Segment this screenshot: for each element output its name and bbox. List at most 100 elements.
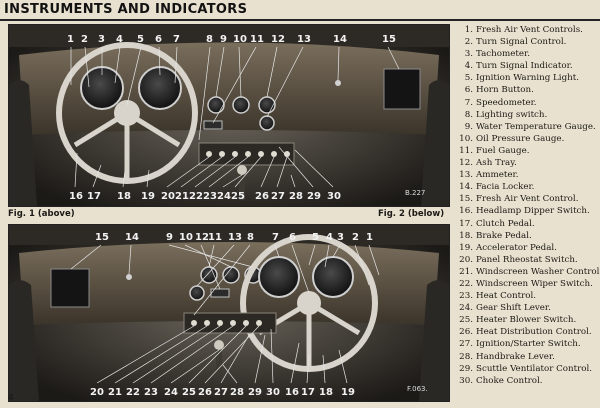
legend-item: 20.Panel Rheostat Switch. (455, 254, 600, 266)
figure-1-code: B.227 (405, 189, 425, 197)
legend-item: 8.Lighting switch. (455, 109, 600, 121)
callout-top-1: 1 (67, 34, 74, 45)
callout-top-3: 3 (98, 34, 105, 45)
legend-label: Horn Button. (476, 85, 534, 96)
legend-label: Brake Pedal. (476, 230, 532, 241)
legend-number: 19. (459, 242, 473, 253)
callout-bottom-25: 25 (231, 191, 245, 202)
gear-knob-shape (214, 340, 224, 350)
legend-label: Heat Control. (476, 291, 537, 302)
legend-number: 21. (459, 266, 473, 277)
legend-number: 8. (464, 109, 473, 120)
legend-label: Speedometer. (476, 97, 537, 108)
oil-pressure-gauge-shape (222, 266, 240, 284)
wheel-spoke-right (307, 300, 361, 336)
figure-2-caption: Fig. 2 (below) (378, 209, 445, 219)
water-temp-gauge-shape (207, 96, 225, 114)
legend-item: 28.Handbrake Lever. (455, 351, 600, 363)
callout-bottom-18: 18 (319, 387, 333, 398)
title-rule (0, 19, 600, 21)
legend-number: 9. (464, 121, 473, 132)
callout-bottom-29: 29 (248, 387, 262, 398)
callout-top-8: 8 (247, 232, 254, 243)
callout-top-5: 5 (137, 34, 144, 45)
figure-2-photo: 15 14 9 10 12 11 13 8 7 6 5 4 3 2 1 20 2… (8, 224, 450, 402)
callout-bottom-26: 26 (255, 191, 269, 202)
legend-item: 6.Horn Button. (455, 84, 600, 96)
legend-label: Water Temperature Gauge. (476, 121, 596, 132)
callout-bottom-22: 22 (189, 191, 203, 202)
oil-pressure-gauge-shape (232, 96, 250, 114)
callout-top-2: 2 (81, 34, 88, 45)
legend-number: 15. (459, 194, 473, 205)
legend-item: 1.Fresh Air Vent Controls. (455, 24, 600, 36)
legend-item: 13.Ammeter. (455, 169, 600, 181)
callout-top-10: 10 (179, 232, 193, 243)
callout-bottom-17: 17 (87, 191, 101, 202)
legend-item: 22.Windscreen Wiper Switch. (455, 278, 600, 290)
legend-number: 10. (459, 133, 473, 144)
callout-top-14: 14 (125, 232, 139, 243)
legend-label: Choke Control. (476, 375, 543, 386)
ash-tray-shape (203, 120, 223, 130)
legend-number: 14. (459, 182, 473, 193)
windscreen-top (9, 25, 449, 47)
callout-top-15: 15 (95, 232, 109, 243)
fresh-air-vent-shape (383, 68, 421, 110)
callout-bottom-20: 20 (161, 191, 175, 202)
callout-top-1: 1 (366, 232, 373, 243)
legend-item: 2.Turn Signal Control. (455, 36, 600, 48)
callout-bottom-27: 27 (214, 387, 228, 398)
legend-label: Ash Tray. (476, 158, 517, 169)
ammeter-shape (189, 285, 205, 301)
callout-bottom-27: 27 (271, 191, 285, 202)
legend-label: Ammeter. (476, 170, 519, 181)
legend-number: 26. (459, 327, 473, 338)
legend-number: 12. (459, 158, 473, 169)
legend-number: 24. (459, 303, 473, 314)
callout-top-13: 13 (228, 232, 242, 243)
legend-item: 21.Windscreen Washer Control. (455, 266, 600, 278)
legend-item: 18.Brake Pedal. (455, 230, 600, 242)
legend-number: 30. (459, 375, 473, 386)
callout-top-10: 10 (233, 34, 247, 45)
callout-top-4: 4 (116, 34, 123, 45)
legend-item: 19.Accelerator Pedal. (455, 242, 600, 254)
callout-bottom-22: 22 (126, 387, 140, 398)
legend-number: 6. (464, 85, 473, 96)
ammeter-shape (259, 115, 275, 131)
callout-bottom-21: 21 (175, 191, 189, 202)
callout-top-4: 4 (326, 232, 333, 243)
callout-bottom-28: 28 (230, 387, 244, 398)
legend-number: 27. (459, 339, 473, 350)
legend-label: Ignition Warning Light. (476, 73, 579, 84)
door-right (421, 80, 449, 206)
gear-lever-shape (239, 170, 245, 200)
legend-item: 26.Heat Distribution Control. (455, 326, 600, 338)
callout-bottom-26: 26 (198, 387, 212, 398)
legend-number: 2. (464, 37, 473, 48)
legend-number: 18. (459, 230, 473, 241)
callout-bottom-16: 16 (69, 191, 83, 202)
callout-bottom-24: 24 (164, 387, 178, 398)
legend-number: 13. (459, 170, 473, 181)
callout-top-3: 3 (337, 232, 344, 243)
legend-item: 5.Ignition Warning Light. (455, 72, 600, 84)
switch-knobs (191, 320, 262, 326)
callout-top-2: 2 (352, 232, 359, 243)
legend-label: Fresh Air Vent Controls. (476, 25, 583, 35)
callout-top-11: 11 (208, 232, 222, 243)
callout-bottom-21: 21 (108, 387, 122, 398)
callout-bottom-16: 16 (285, 387, 299, 398)
switch-knobs (206, 151, 290, 157)
callout-leaders-top (70, 244, 380, 316)
callout-top-9: 9 (220, 34, 227, 45)
callout-bottom-20: 20 (90, 387, 104, 398)
callout-bottom-25: 25 (182, 387, 196, 398)
legend-label: Windscreen Washer Control. (476, 266, 600, 277)
callouts-bottom-group: 16 17 18 19 20 21 22 23 24 25 26 27 28 2… (69, 191, 341, 202)
legend-label: Turn Signal Indicator. (476, 61, 573, 72)
legend-item: 12.Ash Tray. (455, 157, 600, 169)
legend-number: 16. (459, 206, 473, 217)
